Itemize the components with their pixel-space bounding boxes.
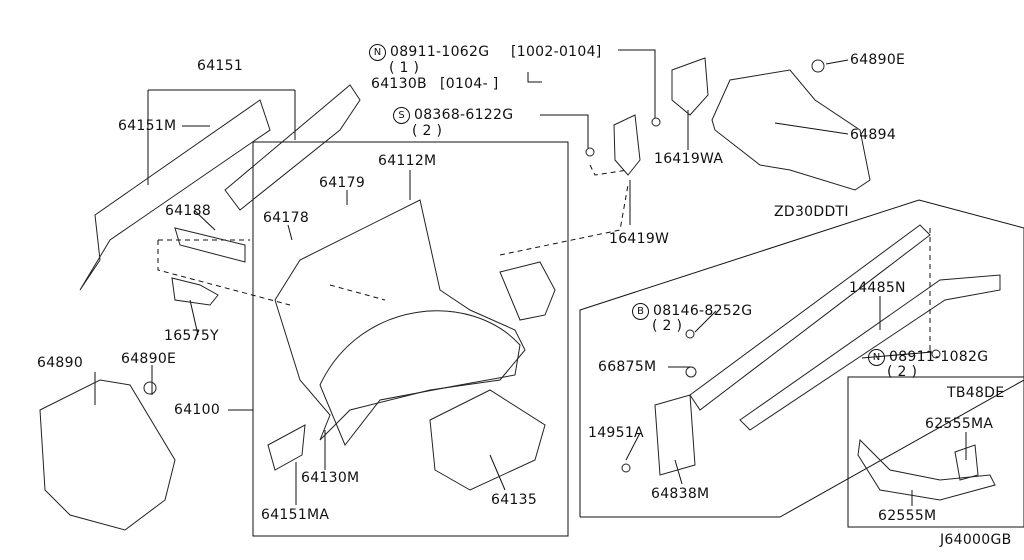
zd30-frame [579, 199, 1024, 518]
clip-64890E-right [811, 59, 825, 73]
label-n1-part: 08911-1062G [390, 44, 490, 60]
label-n2-qty: ( 2 ) [887, 364, 918, 380]
label-b1-part: 08146-8252G [653, 303, 753, 319]
bolt-b1 [685, 329, 695, 339]
label-64130B: 64130B [371, 76, 427, 92]
cowl-right-panel [224, 84, 361, 211]
panel-64890 [39, 379, 176, 531]
label-b1-qty: ( 2 ) [652, 318, 683, 334]
label-n1-range: [1002-0104] [511, 44, 602, 60]
cowl-left-panel [79, 99, 271, 291]
label-16419WA: 16419WA [654, 151, 724, 167]
main-assembly-frame [252, 141, 569, 537]
leader-64890E-right [825, 59, 849, 65]
label-s1-qty: ( 2 ) [412, 123, 443, 139]
leader-64188 [194, 210, 216, 231]
part-shapes [39, 57, 1001, 531]
label-64838M: 64838M [651, 486, 710, 502]
label-n2-part: 08911-1082G [889, 349, 989, 365]
leader-64135 [489, 454, 506, 491]
variant-label-zd30: ZD30DDTI [774, 204, 849, 220]
leader-16575Y [189, 299, 199, 336]
bracket-62555MA [954, 444, 979, 481]
bracket-16419W [613, 114, 641, 176]
label-64178: 64178 [263, 210, 310, 226]
sensor-16575Y [171, 277, 219, 306]
nut-symbol-icon: N [369, 44, 386, 61]
label-64890E-right: 64890E [850, 52, 906, 68]
screw-14951A [621, 463, 631, 473]
label-64890E-left: 64890E [121, 351, 177, 367]
assembly-dashed-lines [157, 164, 931, 350]
label-64151MA: 64151MA [261, 507, 330, 523]
part-64188 [174, 227, 246, 263]
frame-lower-rail [739, 274, 1001, 431]
variant-label-tb48: TB48DE [947, 385, 1005, 401]
bolt-symbol-icon: B [632, 303, 649, 320]
leader-n1 [618, 49, 656, 118]
nut-66875M [685, 366, 697, 378]
label-64112M: 64112M [378, 153, 437, 169]
leader-64894 [774, 122, 849, 135]
label-16575Y: 16575Y [164, 328, 219, 344]
label-s1-part: 08368-6122G [414, 107, 514, 123]
label-62555M: 62555M [878, 508, 937, 524]
nut-n1 [651, 117, 661, 127]
frame-upper-rail [689, 224, 931, 411]
screw-symbol-icon: S [393, 107, 410, 124]
leader-b1 [694, 310, 717, 333]
clip-64890E-left [143, 381, 157, 395]
label-64894: 64894 [850, 127, 897, 143]
label-14951A: 14951A [588, 425, 644, 441]
label-62555MA: 62555MA [925, 416, 994, 432]
leader-64178 [287, 224, 293, 241]
nut-n2 [931, 349, 941, 359]
label-64130M: 64130M [301, 470, 360, 486]
part-16419WA [671, 57, 709, 116]
nut-symbol-icon-2: N [868, 349, 885, 366]
bracket-64135 [429, 389, 546, 491]
dash-lower [319, 310, 521, 446]
part-64838M [654, 394, 696, 476]
label-64130B-range: [0104- ] [440, 76, 499, 92]
label-64135: 64135 [491, 492, 538, 508]
label-64151: 64151 [197, 58, 244, 74]
screw-s1 [585, 147, 595, 157]
label-64151M: 64151M [118, 118, 177, 134]
dash-panel [274, 199, 526, 441]
bar-62555M [857, 438, 996, 501]
leader-64838M [674, 459, 683, 485]
label-n1-qty: ( 1 ) [389, 60, 420, 76]
label-64100: 64100 [174, 402, 221, 418]
drawing-number: J64000GB [940, 532, 1012, 548]
label-14485N: 14485N [849, 280, 906, 296]
bracket-64151MA [267, 424, 306, 471]
label-64179: 64179 [319, 175, 366, 191]
label-64890: 64890 [37, 355, 84, 371]
bracket-16419 [499, 261, 556, 321]
panel-64894 [711, 69, 871, 191]
label-16419W: 16419W [609, 231, 670, 247]
leader-s1 [540, 114, 589, 148]
leader-64130B [527, 72, 542, 83]
leader-14951A [625, 432, 641, 461]
tb48-frame [847, 376, 1024, 528]
label-64188: 64188 [165, 203, 212, 219]
label-66875M: 66875M [598, 359, 657, 375]
